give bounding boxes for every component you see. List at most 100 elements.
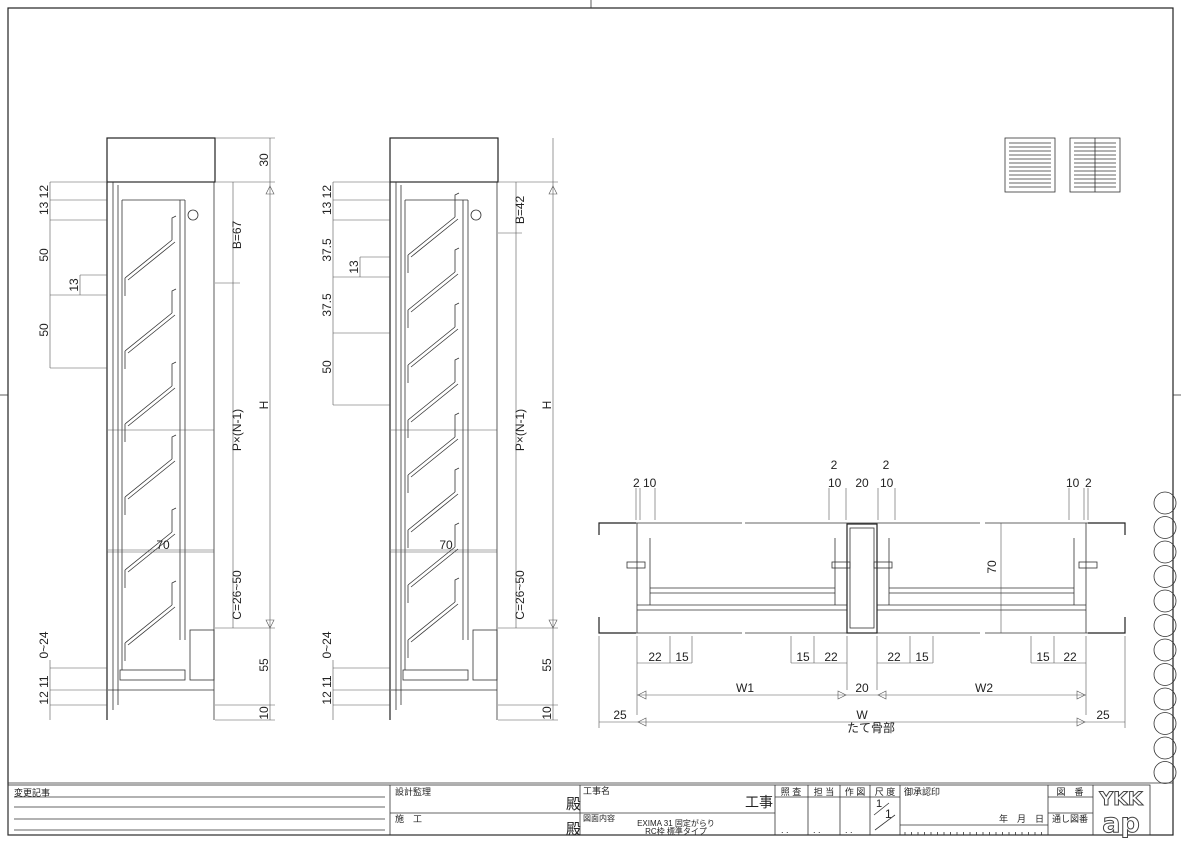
louver-slat — [407, 271, 456, 311]
revisions-label: 変更記事 — [14, 787, 50, 798]
dim-top-10c: 10 — [880, 476, 894, 490]
dim-top-2d: 2 — [1085, 476, 1092, 490]
project-name-label: 工事名 — [583, 785, 610, 796]
louver-slat-edge — [410, 328, 459, 368]
scale-label: 尺 度 — [875, 786, 896, 797]
dim-b-12-11: 12 11 — [320, 675, 334, 704]
dim-a-55: 55 — [257, 658, 271, 672]
contents-label: 図面内容 — [583, 813, 615, 823]
binding-holes — [1153, 491, 1177, 784]
approval-label: 御承認印 — [904, 786, 940, 797]
binding-hole — [1153, 736, 1177, 760]
dim-a-c: C=26~50 — [230, 570, 244, 620]
contents-line1: EXIMA 31 固定がらり — [637, 818, 715, 828]
dim-bot-15: 15 — [675, 650, 689, 664]
louver-slat-hook — [454, 577, 460, 602]
ap-logo: ap — [1102, 808, 1140, 839]
louver-slat-hook — [454, 467, 460, 492]
binding-hole — [1153, 638, 1177, 662]
check-dots: . . — [781, 825, 789, 835]
louver-slat-hook — [171, 507, 177, 532]
serial-no-label: 通し図番 — [1052, 813, 1088, 824]
constructor-honorific: 殿 — [566, 821, 581, 838]
dim-b-h: H — [540, 401, 554, 410]
louver-slat — [407, 601, 456, 641]
louver-slat-edge — [410, 218, 459, 258]
dim-a-13-12: 13 12 — [37, 185, 51, 215]
louver-slat — [124, 312, 173, 352]
dim-a-50: 50 — [37, 248, 51, 262]
dim-b-37-5b: 37.5 — [320, 293, 334, 317]
dim-left-25: 25 — [613, 708, 627, 722]
dim-bot-22: 22 — [648, 650, 662, 664]
dim-bot-22d: 22 — [1063, 650, 1077, 664]
drawing-no-label: 図 番 — [1056, 786, 1083, 797]
binding-hole — [1153, 491, 1177, 515]
dim-bot-22c: 22 — [887, 650, 901, 664]
louver-slat-edge — [127, 387, 176, 427]
dim-b-55: 55 — [540, 658, 554, 672]
binding-hole — [1153, 712, 1177, 735]
section-caption: たて骨部 — [847, 720, 895, 735]
charge-dots: . . — [813, 825, 821, 835]
dim-section-70: 70 — [985, 560, 999, 574]
dim-top-2: 2 — [633, 476, 640, 490]
louver-slat-edge — [127, 606, 176, 646]
louver-slat-hook — [454, 412, 460, 437]
mullion-section — [598, 488, 1126, 728]
louver-slat-edge — [127, 460, 176, 500]
binding-hole — [1153, 663, 1177, 686]
louver-slat-hook — [454, 192, 460, 217]
dim-top-2b: 2 — [831, 458, 838, 472]
dim-w2: W2 — [975, 681, 993, 695]
dim-top-10: 10 — [643, 476, 657, 490]
binding-hole — [1153, 614, 1177, 637]
louver-slat — [407, 216, 456, 256]
title-block — [7, 784, 1151, 836]
dim-a-12-11: 12 11 — [37, 675, 51, 704]
charge-label: 担 当 — [814, 786, 835, 797]
dim-bot-15b: 15 — [796, 650, 810, 664]
sheet-border — [7, 7, 1174, 836]
binding-hole — [1153, 761, 1177, 784]
louver-double-icon — [1069, 137, 1121, 193]
louver-slat-hook — [454, 247, 460, 272]
louver-slat-hook — [171, 215, 177, 240]
dim-bot-22b: 22 — [824, 650, 838, 664]
constructor-label: 施 工 — [395, 813, 422, 824]
louver-slat-edge — [410, 383, 459, 423]
binding-hole — [1153, 565, 1177, 588]
dim-a-10: 10 — [257, 706, 271, 720]
supervisor-label: 設計監理 — [395, 786, 431, 797]
ykk-logo: YKK — [1098, 788, 1143, 810]
dim-w: W — [856, 708, 868, 722]
binding-hole — [1153, 540, 1177, 564]
dim-a-30: 30 — [257, 153, 271, 167]
louver-slat-edge — [410, 603, 459, 643]
louver-single-icon — [1004, 137, 1056, 193]
dim-a-h: H — [257, 401, 271, 410]
louver-slat — [407, 326, 456, 366]
dim-mullion-20: 20 — [855, 681, 869, 695]
binding-hole — [1153, 687, 1177, 711]
louver-slat-hook — [454, 357, 460, 382]
louver-slat-edge — [127, 241, 176, 281]
dim-a-0-24: 0~24 — [37, 631, 51, 658]
louver-slat — [124, 604, 173, 644]
louver-slat — [407, 381, 456, 421]
louver-slat — [407, 546, 456, 586]
dim-bot-15d: 15 — [1036, 650, 1050, 664]
dim-top-20: 20 — [855, 476, 869, 490]
louver-slat-edge — [410, 273, 459, 313]
dim-a-pitch: P×(N-1) — [230, 409, 244, 451]
louver-slat-hook — [171, 288, 177, 313]
louver-slat — [124, 458, 173, 498]
louver-slat-edge — [410, 548, 459, 588]
dim-top-10b: 10 — [828, 476, 842, 490]
dim-b-13: 13 — [347, 260, 361, 274]
dim-b-13-12: 13 12 — [320, 185, 334, 215]
check-label: 照 査 — [781, 786, 802, 797]
dim-b-c: C=26~50 — [513, 570, 527, 620]
dim-b-37-5: 37.5 — [320, 238, 334, 262]
